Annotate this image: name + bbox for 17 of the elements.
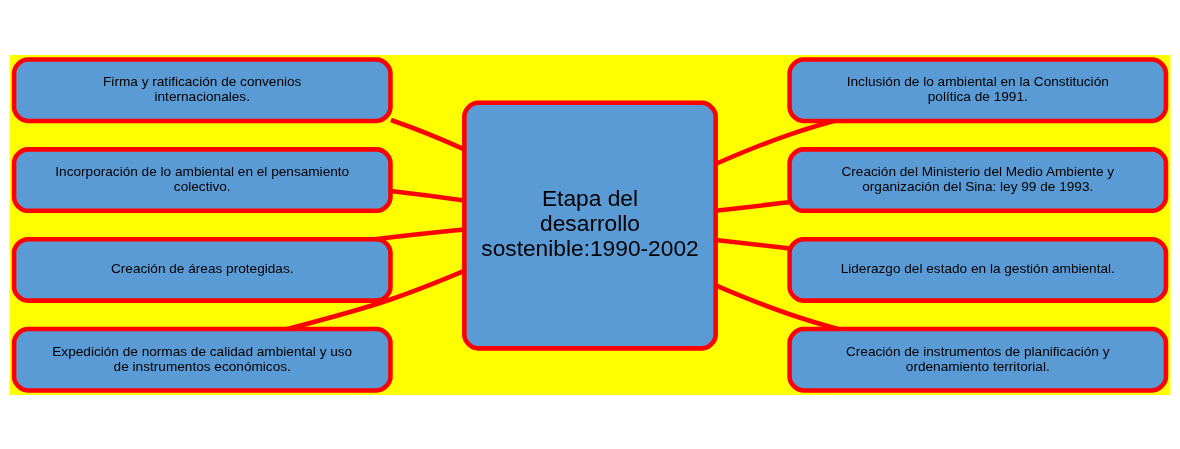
node-box: Creación del Ministerio del Medio Ambiente y organización del Sina: ley 99 de 1993.	[787, 146, 1169, 213]
node-box: Incorporación de lo ambiental en el pensamiento colectivo.	[11, 146, 393, 213]
connector	[715, 199, 790, 213]
node-box: Etapa del desarrollo sostenible:1990-2002	[462, 100, 718, 351]
connector	[390, 188, 465, 203]
connector	[715, 237, 790, 251]
node-box: Firma y ratificación de convenios internacionales.	[11, 56, 393, 123]
connector	[390, 117, 466, 151]
node-box: Expedición de normas de calidad ambiental y uso de instrumentos económicos.	[11, 326, 393, 393]
node-box: Inclusión de lo ambiental en la Constitución política de 1991.	[787, 56, 1169, 123]
node-box: Creación de áreas protegidas.	[11, 236, 393, 303]
connector	[286, 268, 466, 331]
connector	[714, 282, 839, 331]
connector	[374, 226, 465, 241]
node-box: Liderazgo del estado en la gestión ambiental.	[787, 236, 1169, 303]
connector	[715, 118, 835, 166]
node-box: Creación de instrumentos de planificación y ordenamiento territorial.	[787, 326, 1169, 393]
